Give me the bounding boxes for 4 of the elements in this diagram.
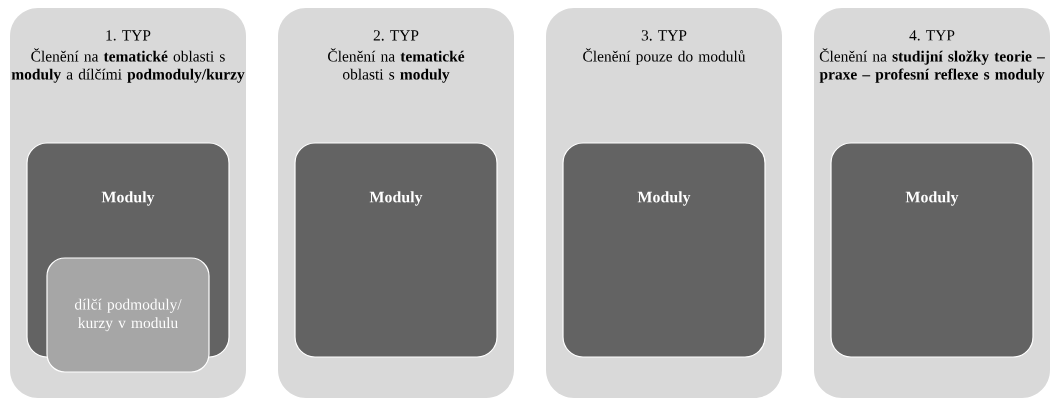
module-box: Moduly (562, 142, 766, 358)
submodule-box: dílčí podmoduly/ kurzy v modulu (46, 257, 210, 373)
module-box: Moduly (294, 142, 498, 358)
module-box: Moduly (830, 142, 1034, 358)
